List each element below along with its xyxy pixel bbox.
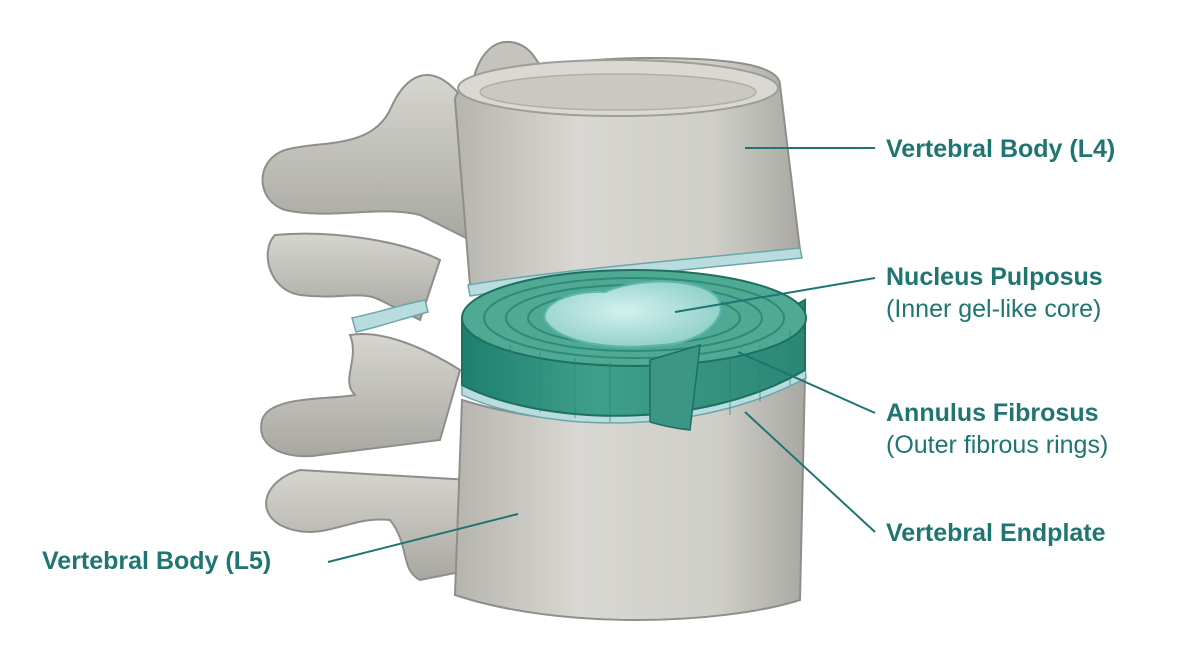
leader-nucleus: [674, 277, 876, 313]
label-vertebral-endplate: Vertebral Endplate: [886, 517, 1106, 549]
facet-joint: [351, 299, 429, 333]
posterior-processes: [260, 40, 562, 582]
nucleus-pulposus: [543, 280, 722, 348]
leader-l5: [327, 513, 519, 563]
lower-process: [265, 468, 471, 582]
label-l5-main: Vertebral Body (L5): [42, 547, 272, 575]
label-nucleus-main: Nucleus Pulposus: [886, 263, 1103, 291]
upper-pedicle: [266, 232, 442, 322]
leader-annulus: [737, 351, 876, 414]
lower-pedicle: [260, 333, 462, 458]
label-nucleus-sub: (Inner gel-like core): [886, 295, 1102, 323]
label-annulus-main: Annulus Fibrosus: [886, 399, 1099, 427]
intervertebral-disc: [461, 269, 807, 431]
label-nucleus-pulposus: Nucleus Pulposus (Inner gel-like core): [886, 261, 1103, 325]
leader-endplate: [744, 411, 876, 533]
label-l4-main: Vertebral Body (L4): [886, 135, 1116, 163]
annulus-cutaway: [649, 343, 701, 431]
vertebral-body-l4: [453, 56, 802, 287]
label-vertebral-body-l5: Vertebral Body (L5): [42, 545, 271, 577]
leader-lines: [327, 147, 876, 563]
upper-process: [261, 74, 472, 242]
label-endplate-main: Vertebral Endplate: [886, 519, 1106, 547]
label-annulus-sub: (Outer fibrous rings): [886, 431, 1109, 459]
label-annulus-fibrosus: Annulus Fibrosus (Outer fibrous rings): [886, 397, 1108, 461]
label-vertebral-body-l4: Vertebral Body (L4): [886, 133, 1115, 165]
